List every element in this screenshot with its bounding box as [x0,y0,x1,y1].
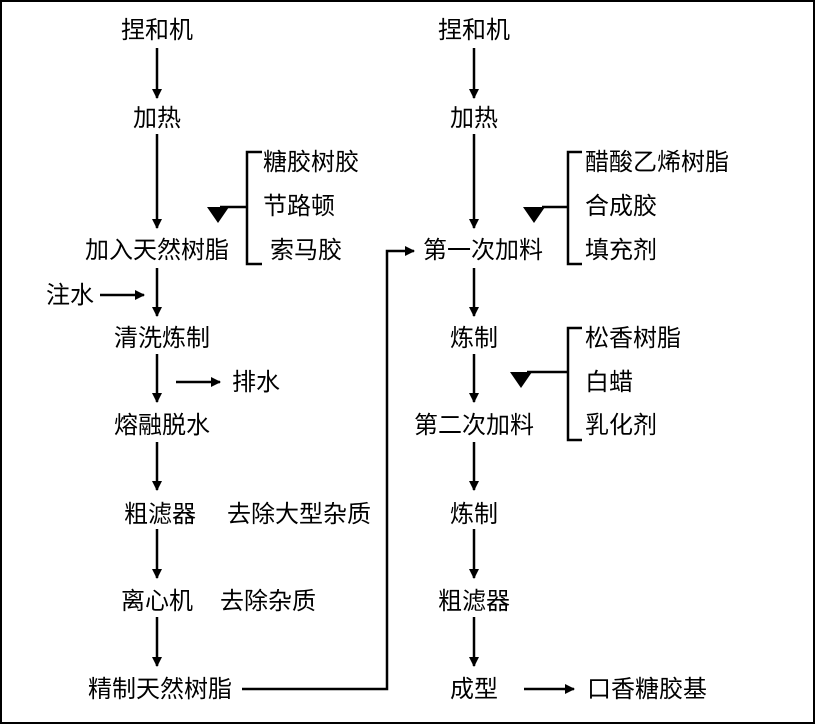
left-step-wash-refine: 清洗炼制 [114,324,210,352]
left-step-coarse-filter: 粗滤器 [124,500,196,528]
water-in-label: 注水 [46,281,94,309]
second-additive-rosin-resin: 松香树脂 [585,324,681,352]
right-step-second-addition: 第二次加料 [414,411,534,439]
refined-resin-connector [242,246,415,691]
resin-input-sorva: 索马胶 [270,236,342,264]
first-additives-pointer [523,207,545,223]
first-additive-synthetic-rubber: 合成胶 [585,192,657,220]
left-step-add-natural-resin: 加入天然树脂 [85,236,229,264]
right-step-first-addition: 第一次加料 [423,236,543,264]
left-step-melt-dehydrate: 熔融脱水 [114,411,210,439]
first-additives-bracket [566,150,582,266]
right-step-refine-1: 炼制 [450,324,498,352]
left-step-refined-natural-resin: 精制天然树脂 [88,675,232,703]
second-additives-bracket [566,326,582,442]
resin-pointer [207,207,229,223]
first-additive-filler: 填充剂 [585,236,657,264]
right-step-molding: 成型 [450,675,498,703]
right-step-coarse-filter: 粗滤器 [438,587,510,615]
resin-input-chicle: 糖胶树胶 [263,148,359,176]
left-step-heating: 加热 [133,104,181,132]
right-step-refine-2: 炼制 [450,500,498,528]
left-step-centrifuge: 离心机 [121,587,193,615]
water-out-label: 排水 [232,368,280,396]
centrifuge-note: 去除杂质 [220,587,316,615]
second-additives-pointer [510,372,532,388]
product-gum-base: 口香糖胶基 [587,675,707,703]
first-additive-pva-resin: 醋酸乙烯树脂 [585,148,729,176]
second-additive-white-wax: 白蜡 [585,368,633,396]
resin-bracket [245,150,262,266]
right-step-heating: 加热 [450,104,498,132]
right-step-kneader: 捏和机 [438,16,510,44]
coarse-filter-note: 去除大型杂质 [227,500,371,528]
second-additive-emulsifier: 乳化剂 [585,411,657,439]
left-step-kneader: 捏和机 [121,16,193,44]
resin-input-jelutong: 节路顿 [263,192,335,220]
